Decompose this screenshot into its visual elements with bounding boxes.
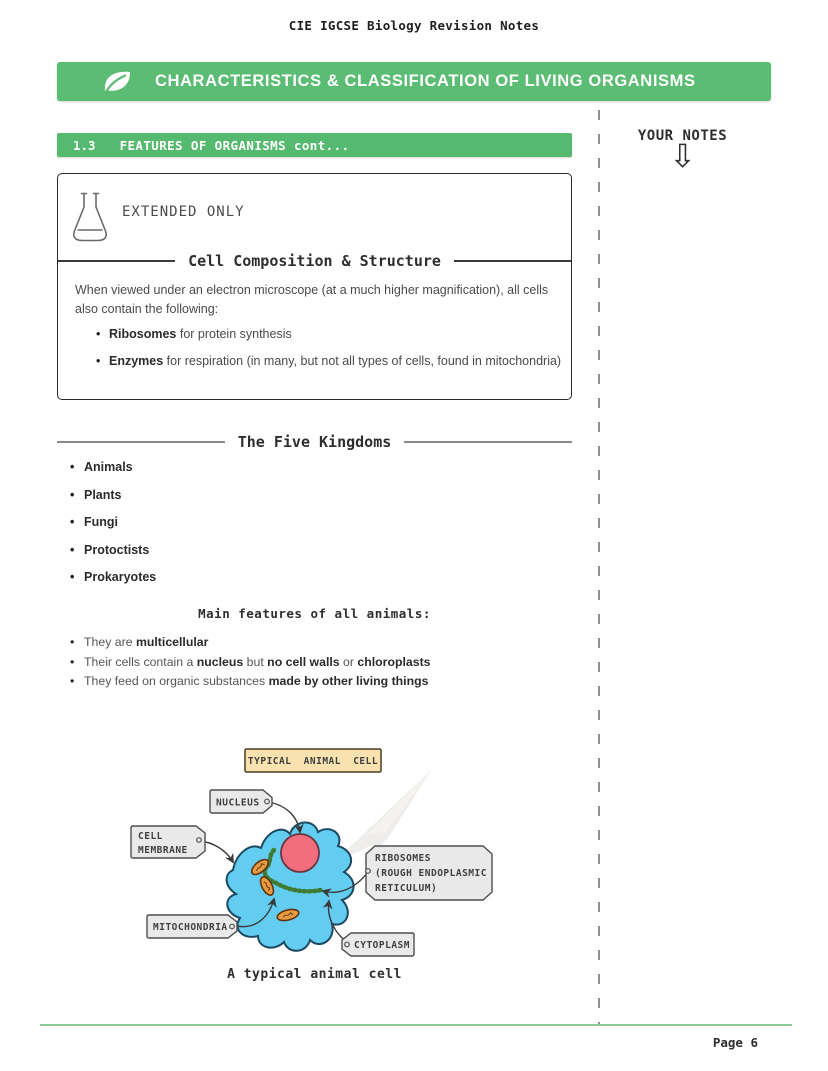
mitochondria-label-tag: MITOCHONDRIA [146,914,238,939]
svg-text:MITOCHONDRIA: MITOCHONDRIA [153,922,228,933]
extended-only-tag: EXTENDED ONLY [122,204,245,220]
list-item: Prokaryotes [70,570,156,584]
diagram-title-box: TYPICAL ANIMAL CELL [244,748,382,773]
section-title: FEATURES OF ORGANISMS cont... [119,137,350,153]
bullet-bold-text: chloroplasts [353,654,431,669]
svg-text:CYTOPLASM: CYTOPLASM [354,940,410,951]
list-item: Ribosomes for protein synthesis [96,327,561,341]
section-bar: 1.3 FEATURES OF ORGANISMS cont... [57,133,572,157]
list-item: Fungi [70,515,156,529]
bullet-text: Their cells contain a [84,654,194,669]
bullet-bold-text: Enzymes [109,354,164,368]
bullet-bold-text: multicellular [132,635,209,649]
document-header-title: CIE IGCSE Biology Revision Notes [288,18,540,33]
svg-text:TYPICAL ANIMAL CELL: TYPICAL ANIMAL CELL [248,756,378,767]
bullet-text: or [339,654,354,669]
mitochondrion [250,858,270,876]
heading-rule-left [57,441,225,443]
er-ribosomes [262,847,324,894]
flask-icon [72,192,108,242]
cell-membrane-label-tag: CELL MEMBRANE [130,825,206,859]
svg-text:NUCLEUS: NUCLEUS [216,798,260,809]
notes-dashed-divider [598,110,600,1026]
svg-text:MEMBRANE: MEMBRANE [138,845,188,856]
extended-only-box: EXTENDED ONLY Cell Composition & Structu… [57,173,572,400]
extended-box-heading: Cell Composition & Structure [58,252,571,270]
five-kingdoms-heading-text: The Five Kingdoms [237,433,392,451]
list-item: Enzymes for respiration (in many, but no… [96,354,561,368]
diagram-caption: A typical animal cell [227,967,402,982]
five-kingdoms-list: Animals Plants Fungi Protoctists Prokary… [70,460,156,598]
svg-text:CELL: CELL [138,831,163,842]
page-number: Page 6 [712,1035,758,1050]
ribosomes-label-box: RIBOSOMES (ROUGH ENDOPLASMIC RETICULUM) [365,845,493,901]
bullet-text: for respiration (in many, but not all ty… [163,354,562,368]
extended-box-paragraph: When viewed under an electron microscope… [75,283,549,317]
nucleus [280,833,320,873]
list-item: Animals [70,460,156,474]
section-number: 1.3 [73,137,96,153]
list-item: Their cells contain a nucleus but no cel… [70,653,431,673]
svg-text:(ROUGH ENDOPLASMIC: (ROUGH ENDOPLASMIC [375,868,487,879]
animal-cell-diagram: TYPICAL ANIMAL CELL NUCLEUS CELL MEMBRAN… [130,748,493,957]
mitochondrion [259,876,275,896]
your-notes-label: YOUR NOTES [637,128,728,144]
list-item: Protoctists [70,543,156,557]
list-item: They are multicellular [70,633,431,653]
mitochondria-arrow [236,897,277,928]
heading-rule-right [404,441,572,443]
leaf-icon [104,71,131,94]
down-arrow-icon: ⇩ [669,137,696,175]
chapter-banner-title: CHARACTERISTICS & CLASSIFICATION OF LIVI… [155,72,696,90]
extended-box-heading-text: Cell Composition & Structure [188,252,441,270]
bullet-bold-text: Ribosomes [109,327,177,341]
mitochondrion [276,908,300,922]
ribosomes-arrow [321,871,369,898]
heading-rule-left [58,260,176,262]
bullet-bold-text: nucleus [193,654,244,669]
heading-rule-right [453,260,571,262]
extended-box-bullet-list: Ribosomes for protein synthesis Enzymes … [96,327,561,381]
nucleus-arrow [268,801,304,834]
svg-text:RETICULUM): RETICULUM) [375,883,437,894]
bullet-text: but [243,654,264,669]
chapter-banner: CHARACTERISTICS & CLASSIFICATION OF LIVI… [57,62,771,101]
bullet-text: They are [84,635,133,649]
bullet-text: They feed on organic substances [84,674,266,688]
five-kingdoms-heading: The Five Kingdoms [57,433,572,451]
bullet-bold-text: no cell walls [263,654,340,669]
bullet-bold-text: made by other living things [265,674,429,688]
svg-text:RIBOSOMES: RIBOSOMES [375,853,431,864]
animal-features-heading: Main features of all animals: [198,606,431,621]
animal-features-list: They are multicellular Their cells conta… [70,633,431,692]
list-item: Plants [70,488,156,502]
bullet-text: for protein synthesis [176,327,292,341]
watermark-logo [332,769,432,866]
nucleus-label-tag: NUCLEUS [209,789,273,814]
list-item: They feed on organic substances made by … [70,672,431,692]
cytoplasm-label-tag: CYTOPLASM [341,932,415,957]
footer-divider [40,1024,792,1026]
